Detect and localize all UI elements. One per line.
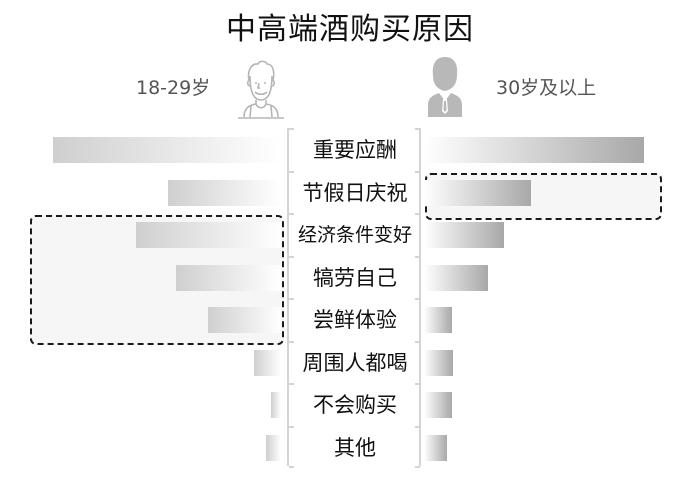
bar-left-1 — [168, 179, 281, 206]
left-axis-tick — [289, 255, 294, 258]
left-axis-tick — [289, 340, 294, 343]
left-axis-tick — [289, 213, 294, 215]
right-axis-tick — [415, 255, 420, 258]
left-axis-tick — [289, 170, 294, 173]
bar-right-3 — [424, 264, 488, 291]
bar-right-4 — [424, 307, 452, 333]
right-group-label: 30岁及以上 — [496, 77, 597, 99]
left-group-label: 18-29岁 — [136, 77, 211, 99]
bar-right-7 — [424, 434, 447, 461]
category-label: 尝鲜体验 — [313, 308, 397, 332]
bar-left-7 — [266, 434, 281, 461]
bar-left-4 — [208, 307, 281, 333]
category-label: 周围人都喝 — [302, 350, 408, 375]
bar-right-1 — [424, 179, 531, 206]
left-axis-tick — [289, 425, 294, 428]
left-axis-tick — [289, 298, 294, 300]
left-axis-tick — [289, 466, 294, 468]
bar-left-0 — [53, 137, 281, 163]
category-label: 节假日庆祝 — [302, 180, 408, 205]
right-axis-tick — [415, 425, 420, 428]
right-axis-tick — [415, 128, 420, 130]
category-label: 不会购买 — [313, 393, 397, 417]
right-axis-tick — [415, 298, 420, 300]
businessman-silhouette-icon — [428, 57, 462, 117]
right-axis-tick — [415, 170, 420, 173]
bar-right-6 — [424, 392, 452, 418]
left-axis-line — [287, 128, 289, 466]
category-label: 重要应酬 — [313, 138, 397, 162]
bar-right-5 — [424, 349, 453, 376]
right-axis-tick — [415, 340, 420, 343]
bar-left-3 — [176, 264, 281, 291]
category-label: 经济条件变好 — [297, 224, 412, 246]
young-man-outline-icon — [238, 60, 284, 119]
bar-right-0 — [424, 137, 644, 163]
bar-left-2 — [136, 222, 281, 248]
right-axis-tick — [415, 383, 420, 385]
bar-right-2 — [424, 222, 504, 248]
right-axis-line — [419, 128, 421, 466]
category-label: 犒劳自己 — [313, 265, 397, 290]
left-axis-tick — [289, 383, 294, 385]
category-label: 其他 — [334, 435, 376, 460]
bar-left-5 — [254, 349, 281, 376]
left-axis-tick — [289, 128, 294, 130]
bar-left-6 — [271, 392, 281, 418]
chart-title: 中高端酒购买原因 — [226, 12, 474, 47]
right-axis-tick — [415, 466, 420, 468]
right-axis-tick — [415, 213, 420, 215]
